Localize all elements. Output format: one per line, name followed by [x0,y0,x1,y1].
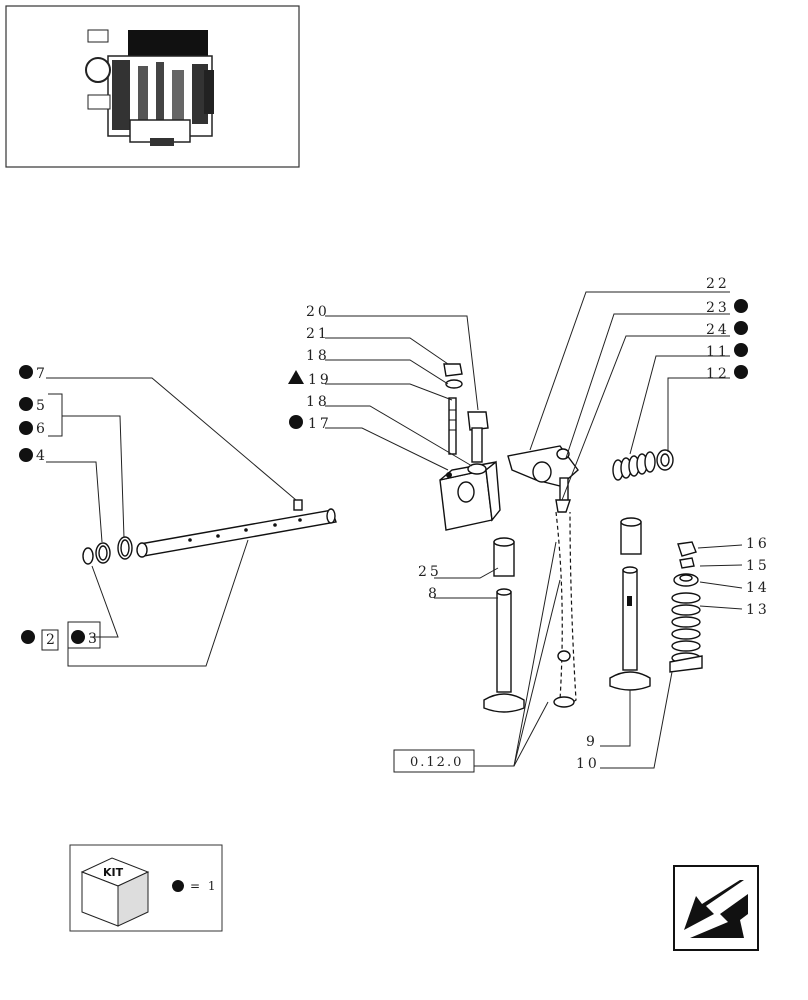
label-8: 8 [428,586,440,602]
valve-guide [493,537,515,577]
label-23: 23 [706,300,730,316]
label-10: 10 [576,756,600,772]
label-21: 21 [306,326,330,342]
label-18b: 18 [306,394,330,410]
valve-keeper [679,557,695,569]
label-2: 2 [46,632,58,648]
shaft-plug [293,499,303,511]
reference-link[interactable]: 0.12.0 [393,749,475,773]
circlip [95,542,111,564]
spring-seat [669,655,703,673]
label-20: 20 [306,304,330,320]
spacer-spring [117,536,133,560]
rocker-shaft [136,508,337,558]
adjusting-screw [555,477,571,513]
washer-small [82,547,94,565]
label-5: 5 [36,398,48,414]
valve-exhaust [483,588,525,713]
label-11: 11 [706,344,730,360]
kit-icon-text: KIT [103,866,124,879]
label-15: 15 [746,558,770,574]
kit-dot-icon [172,880,184,892]
washer-upper [445,379,463,389]
push-rod [553,511,577,708]
kit-equals: = 1 [190,879,218,893]
valve-spring-loose [612,451,656,481]
label-22: 22 [706,276,730,292]
label-7: 7 [36,366,48,382]
label-25: 25 [418,564,442,580]
valve-guide-right [620,517,642,555]
label-13: 13 [746,602,770,618]
arrow-back-icon [684,880,744,930]
label-9: 9 [586,734,598,750]
reference-text: 0.12.0 [410,755,463,770]
label-3: 3 [88,631,100,647]
kit-markers [19,299,748,644]
kit-legend: KIT = 1 [69,844,223,932]
kit-box-icon: KIT [80,857,150,927]
label-16: 16 [746,536,770,552]
label-group-box [67,621,101,649]
label-17: 17 [308,416,332,432]
valve-seal [656,449,674,471]
valve-intake [609,566,651,691]
bolt [467,411,489,463]
prev-page-button[interactable] [673,865,759,951]
spring-retainer [673,573,699,587]
leader-lines [46,291,743,769]
engine-thumbnail[interactable] [5,5,300,168]
triangle-marker-icon [288,370,304,384]
label-6: 6 [36,421,48,437]
label-4: 4 [36,448,48,464]
label-19: 19 [308,372,332,388]
label-24: 24 [706,322,730,338]
washer-lower [467,463,487,475]
valve-cap [677,541,697,557]
engine-icon [85,29,214,146]
label-14: 14 [746,580,770,596]
support-stud [448,397,457,455]
label-18a: 18 [306,348,330,364]
nut [443,363,463,377]
label-12: 12 [706,366,730,382]
valve-spring [671,592,701,664]
label-box-2 [41,629,59,651]
